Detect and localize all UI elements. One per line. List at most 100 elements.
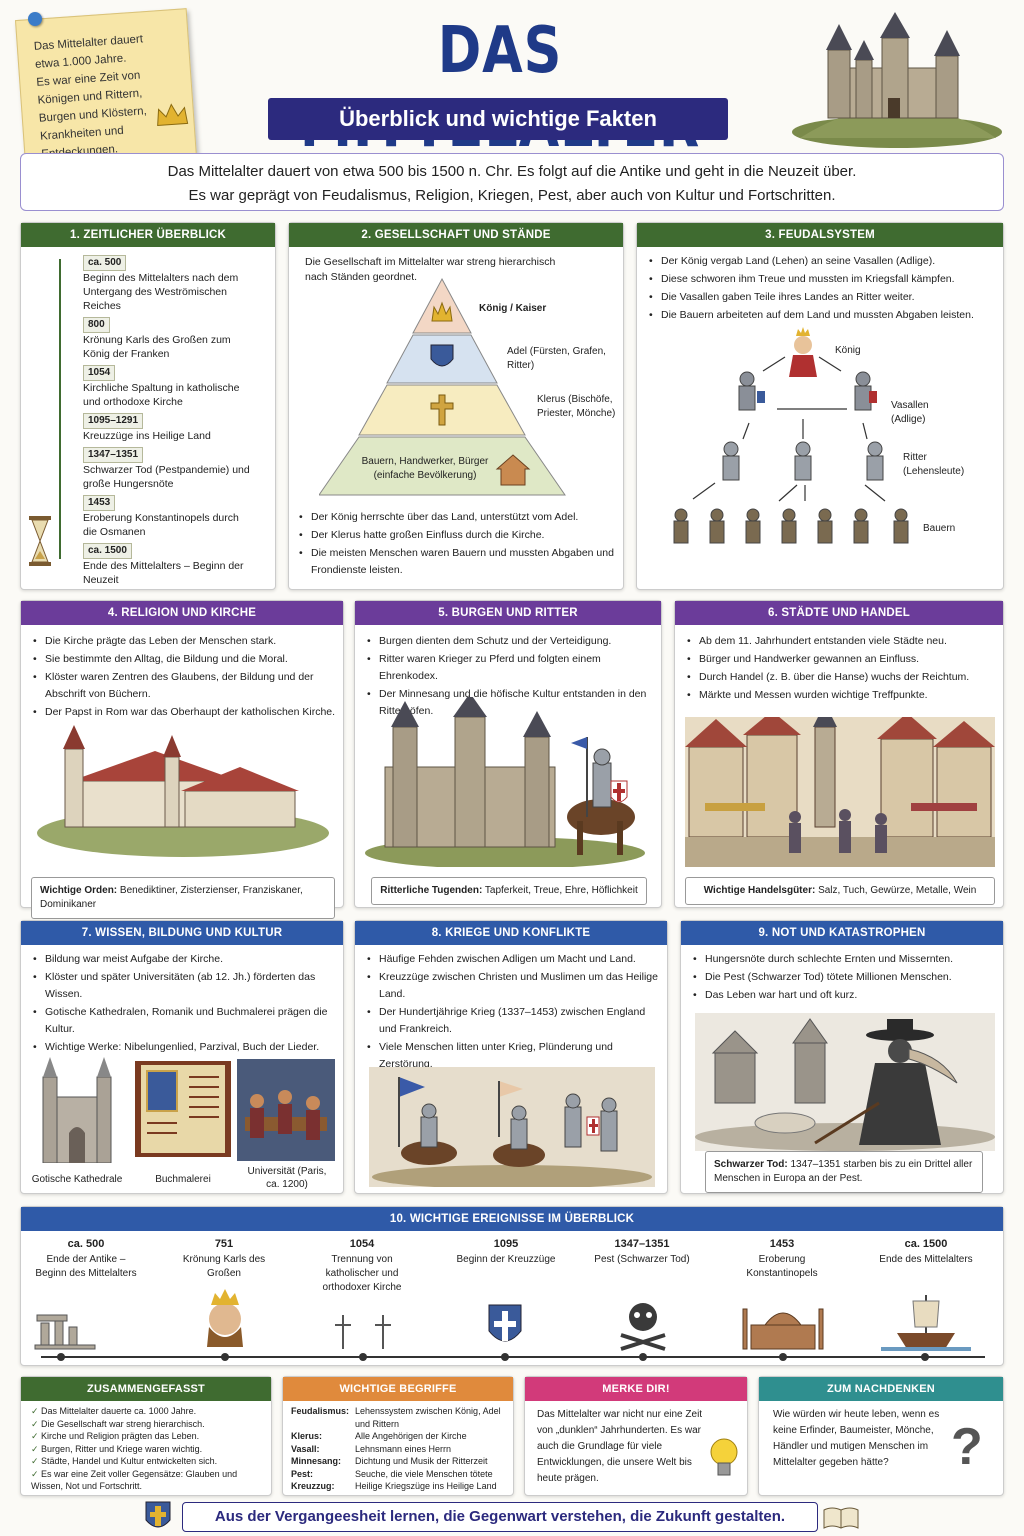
- pyramid: [319, 277, 566, 496]
- card-castles: 5. BURGEN UND RITTER Burgen dienten dem …: [354, 600, 662, 908]
- bullet: Wichtige Werke: Nibelungenlied, Parzival…: [33, 1039, 339, 1056]
- term: Pest:: [291, 1468, 314, 1479]
- bullet: Häufige Fehden zwischen Adligen um Macht…: [367, 951, 663, 968]
- term-row: Pest:Seuche, die viele Menschen tötete: [291, 1468, 509, 1481]
- bullet: Märkte und Messen wurden wichtige Treffp…: [687, 687, 999, 704]
- timeline-date: 1095–1291: [83, 413, 144, 429]
- question-mark-icon: ?: [951, 1418, 983, 1476]
- sticky-note: Das Mittelalter dauert etwa 1.000 Jahre.…: [14, 8, 198, 170]
- bullet: Ritter waren Krieger zu Pferd und folgte…: [367, 651, 659, 685]
- card-title: 3. FEUDALSYSTEM: [637, 223, 1003, 247]
- timeline-text: Beginn des Mittelalters nach dem Unterga…: [83, 272, 239, 312]
- event-date: 1095: [493, 1238, 519, 1250]
- battle-illustration: [369, 1067, 655, 1187]
- term-definition: Lehnsmann eines Herrn: [355, 1443, 452, 1454]
- card-terms: WICHTIGE BEGRIFFE Feudalismus:Lehenssyst…: [282, 1376, 514, 1496]
- term-row: Klerus:Alle Angehörigen der Kirche: [291, 1430, 509, 1443]
- term-definition: Dichtung und Musik der Ritterzeit: [355, 1456, 488, 1466]
- caption: Universität (Paris, ca. 1200): [247, 1166, 327, 1190]
- event-date: 751: [214, 1238, 234, 1250]
- check-icon: ✓: [31, 1468, 42, 1479]
- intro-line: Es war geprägt von Feudalismus, Religion…: [188, 187, 836, 204]
- card-title: 8. KRIEGE UND KONFLIKTE: [355, 921, 667, 945]
- term-definition: Lehenssystem zwischen König, Adel und Ri…: [355, 1406, 501, 1429]
- event-text: Ende der Antike – Beginn des Mittelalter…: [35, 1254, 137, 1279]
- bullet: Diese schworen ihm Treue und mussten im …: [649, 271, 995, 288]
- summary-item: ✓ Städte, Handel und Kultur entwickelten…: [31, 1455, 267, 1468]
- monastery-illustration: [37, 725, 329, 857]
- check-icon: ✓: [31, 1406, 42, 1416]
- market-illustration: [685, 717, 995, 867]
- level-peasants: Bauern, Handwerker, Bürger (einfache Bev…: [361, 456, 489, 481]
- summary-text: Die Gesellschaft war streng hierarchisch…: [41, 1418, 205, 1429]
- level-nobility: Adel (Fürsten, Grafen, Ritter): [507, 346, 606, 371]
- level-king: König / Kaiser: [479, 303, 547, 314]
- card-title: 9. NOT UND KATASTROPHEN: [681, 921, 1003, 945]
- king-portrait-icon: [207, 1289, 243, 1347]
- timeline-text: Kreuzzüge ins Heilige Land: [83, 430, 211, 442]
- event-date: ca. 1500: [904, 1238, 948, 1250]
- bullet: Der Papst in Rom war das Oberhaupt der k…: [33, 704, 339, 721]
- bullet: Durch Handel (z. B. über die Hanse) wuch…: [687, 669, 999, 686]
- check-icon: ✓: [31, 1443, 42, 1454]
- term-definition: Heilige Kriegszüge ins Heilige Land: [355, 1481, 497, 1491]
- caption: Gotische Kathedrale: [31, 1174, 123, 1185]
- term: Vasall:: [291, 1443, 320, 1454]
- label-vassals: Vasallen (Adlige): [891, 400, 929, 425]
- event-text: Pest (Schwarzer Tod): [594, 1254, 690, 1265]
- think-text: Wie würden wir heute leben, wenn es kein…: [773, 1409, 940, 1468]
- timeline-text: Kirchliche Spaltung in katholische und o…: [83, 382, 240, 408]
- key-value: Salz, Tuch, Gewürze, Metalle, Wein: [818, 885, 977, 896]
- summary-text: Burgen, Ritter und Kriege waren wichtig.: [41, 1443, 203, 1454]
- timeline-text: Ende des Mittelalters – Beginn der Neuze…: [83, 560, 244, 586]
- term-row: Feudalismus:Lehenssystem zwischen König,…: [291, 1405, 509, 1430]
- subtitle-ribbon: Überblick und wichtige Fakten: [268, 98, 728, 140]
- bullet: Der König herrschte über das Land, unter…: [299, 509, 617, 526]
- event-date: 1453: [769, 1238, 795, 1250]
- card-knowledge: 7. WISSEN, BILDUNG UND KULTUR Bildung wa…: [20, 920, 344, 1194]
- university-illustration: [237, 1059, 335, 1161]
- timeline-date: ca. 500: [83, 255, 127, 271]
- bullet: Der König vergab Land (Lehen) an seine V…: [649, 253, 995, 270]
- label-king: König: [835, 345, 861, 356]
- card-bullets: Häufige Fehden zwischen Adligen um Macht…: [367, 951, 663, 1074]
- ruins-icon: [34, 1314, 96, 1350]
- card-title: 6. STÄDTE UND HANDEL: [675, 601, 1003, 625]
- card-summary: ZUSAMMENGEFASST ✓ Das Mittelalter dauert…: [20, 1376, 272, 1496]
- timeline-date: 1347–1351: [83, 447, 144, 463]
- skull-icon: [620, 1303, 666, 1351]
- summary-item: ✓ Die Gesellschaft war streng hierarchis…: [31, 1418, 267, 1431]
- card-bullets: Bildung war meist Aufgabe der Kirche. Kl…: [33, 951, 339, 1057]
- card-society: 2. GESELLSCHAFT UND STÄNDE Die Gesellsch…: [288, 222, 624, 590]
- level-clergy: Klerus (Bischöfe, Priester, Mönche): [537, 394, 616, 419]
- event-date: 1054: [349, 1238, 375, 1250]
- label-knights: Ritter (Lehensleute): [903, 452, 965, 477]
- intro-box: Das Mittelalter dauert von etwa 500 bis …: [20, 153, 1004, 211]
- key-value: 1347–1351 starben bis zu ein Drittel all…: [714, 1159, 973, 1184]
- label-peasants: Bauern: [923, 523, 956, 534]
- card-title: ZUSAMMENGEFASST: [21, 1377, 271, 1401]
- terms-table: Feudalismus:Lehenssystem zwischen König,…: [291, 1405, 509, 1493]
- remember-text: Das Mittelalter war nicht nur eine Zeit …: [537, 1409, 703, 1484]
- key-label: Wichtige Handelsgüter:: [703, 885, 816, 896]
- event-date: ca. 500: [67, 1238, 105, 1250]
- bullet: Die Vasallen gaben Teile ihres Landes an…: [649, 289, 995, 306]
- manuscript-illustration: [135, 1061, 231, 1157]
- hagia-sophia-icon: [742, 1308, 824, 1350]
- castle-illustration: [792, 12, 1002, 148]
- event-text: Krönung Karls des Großen: [182, 1254, 266, 1279]
- feudal-diagram: [673, 327, 909, 544]
- timeline-text: Eroberung Konstantinopels durch die Osma…: [83, 512, 239, 538]
- key-box: Wichtige Orden: Benediktiner, Zisterzien…: [31, 877, 335, 919]
- card-religion: 4. RELIGION UND KIRCHE Die Kirche prägte…: [20, 600, 344, 919]
- term: Klerus:: [291, 1431, 323, 1441]
